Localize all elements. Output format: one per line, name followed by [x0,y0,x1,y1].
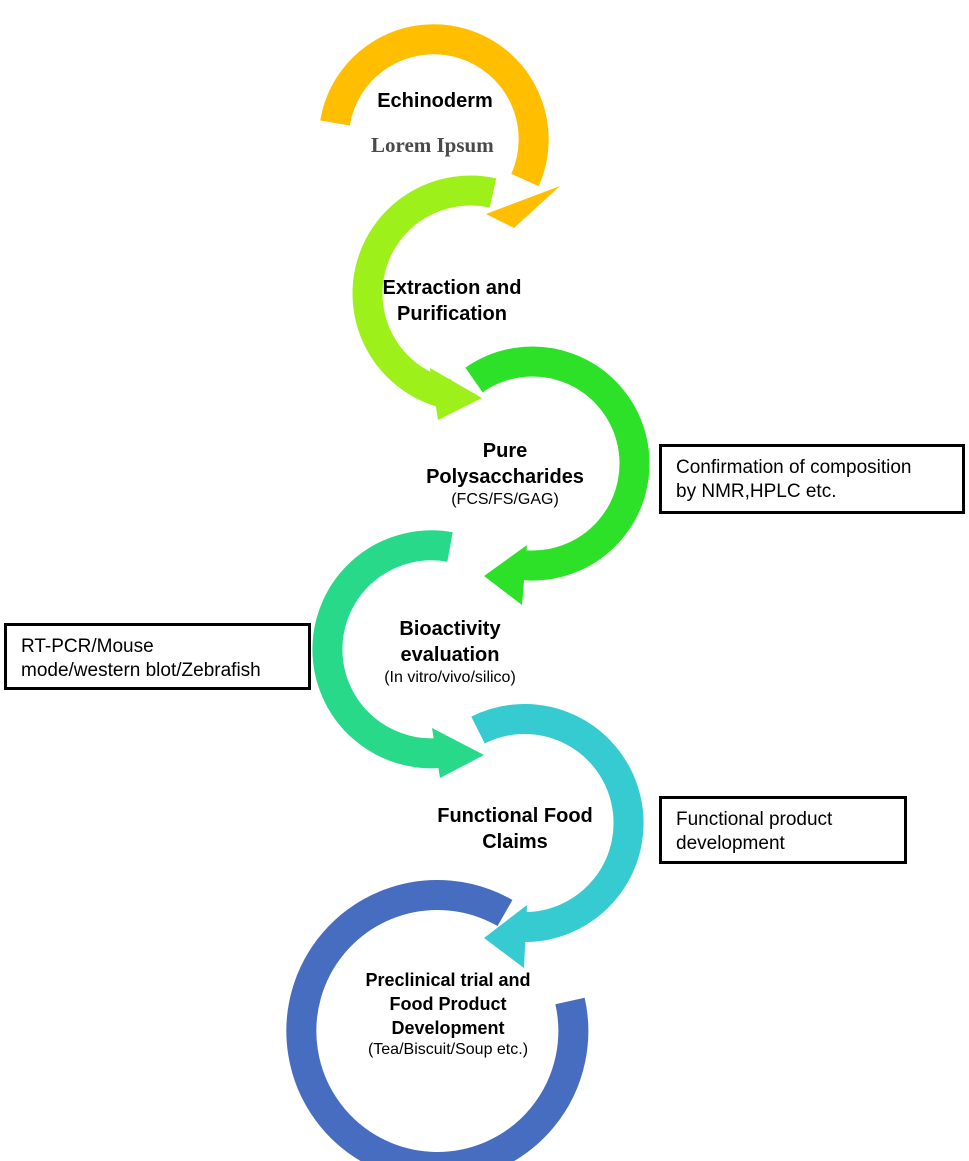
preclinical-arrow [286,880,589,1161]
note-product-line1: Functional product [676,809,833,830]
preclinical-title-line1: Preclinical trial and [365,970,531,990]
extraction-title-line1: Extraction and [382,277,522,299]
polysaccharides-subtitle: (FCS/FS/GAG) [451,491,559,508]
note-product: Functional product development [659,796,907,864]
polysaccharides-arrow [465,346,650,581]
step-preclinical: Preclinical trial and Food Product Devel… [348,968,548,1060]
functional-title-line2: Claims [482,831,548,853]
note-composition-line2: by NMR,HPLC etc. [676,481,837,502]
polysaccharides-arrowhead [484,545,527,605]
step-functional: Functional Food Claims [420,803,610,855]
bioactivity-subtitle: (In vitro/vivo/silico) [384,669,516,686]
note-assays-line1: RT-PCR/Mouse [21,636,154,657]
note-assays-line2: mode/western blot/Zebrafish [21,660,261,681]
preclinical-subtitle: (Tea/Biscuit/Soup etc.) [367,1041,529,1058]
note-composition: Confirmation of composition by NMR,HPLC … [659,444,965,514]
note-composition-line1: Confirmation of composition [676,457,912,478]
bioactivity-arrow [312,530,453,769]
extraction-title-line2: Purification [396,303,507,325]
step-bioactivity: Bioactivity evaluation (In vitro/vivo/si… [360,616,540,688]
functional-arrow [471,704,644,943]
echinoderm-subtitle: Lorem Ipsum [371,133,494,157]
bioactivity-title-line2: evaluation [400,644,500,666]
echinoderm-title: Echinoderm [377,90,493,112]
extraction-arrow [352,175,497,409]
polysaccharides-title-line1: Pure [482,440,528,462]
step-polysaccharides: Pure Polysaccharides (FCS/FS/GAG) [420,438,590,510]
preclinical-title-line3: Development [391,1018,505,1038]
bioactivity-arrowhead [432,728,484,778]
note-assays: RT-PCR/Mouse mode/western blot/Zebrafish [4,623,311,690]
functional-title-line1: Functional Food [437,805,593,827]
echinoderm-arrowhead [486,186,560,228]
extraction-arrowhead [430,368,482,420]
note-product-line2: development [676,833,785,854]
step-extraction: Extraction and Purification [352,275,552,327]
bioactivity-title-line1: Bioactivity [399,618,501,640]
polysaccharides-title-line2: Polysaccharides [426,466,584,488]
functional-arrowhead [484,905,527,968]
step-echinoderm: Echinoderm [360,88,510,114]
preclinical-title-line2: Food Product [389,994,507,1014]
echinoderm-arrow [320,24,549,187]
